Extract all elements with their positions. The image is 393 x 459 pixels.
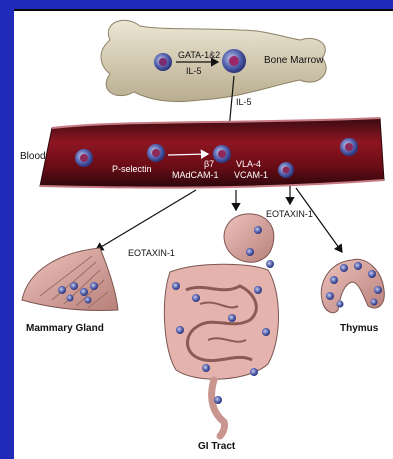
gata-label: GATA-1&2 bbox=[178, 50, 220, 60]
beta7-label: β7 bbox=[204, 159, 214, 169]
vla4-label: VLA-4 bbox=[236, 159, 261, 169]
p-selectin-label: P-selectin bbox=[112, 164, 152, 174]
vcam-label: VCAM-1 bbox=[234, 170, 268, 180]
marrow-eosinophil-nucleus bbox=[229, 56, 239, 66]
eotaxin-thymus-label: EOTAXIN-1 bbox=[266, 209, 313, 219]
bone-marrow-label: Bone Marrow bbox=[264, 56, 323, 66]
arrow-to-thymus bbox=[296, 188, 342, 252]
mammary-gland-illustration bbox=[22, 248, 118, 311]
gi-tract-label: GI Tract bbox=[198, 442, 235, 452]
gi-tract-illustration bbox=[164, 214, 278, 436]
eotaxin-mammary-label: EOTAXIN-1 bbox=[128, 248, 175, 258]
thymus-label: Thymus bbox=[340, 324, 378, 334]
il5-marrow-label: IL-5 bbox=[186, 66, 202, 76]
il5-exit-label: IL-5 bbox=[236, 97, 252, 107]
mammary-gland-label: Mammary Gland bbox=[26, 324, 104, 334]
marrow-cell-nucleus bbox=[159, 58, 167, 66]
arrow-to-mammary bbox=[96, 190, 196, 250]
madcam-label: MAdCAM-1 bbox=[172, 170, 219, 180]
thymus-illustration bbox=[321, 259, 384, 312]
blood-label: Blood bbox=[20, 152, 46, 162]
